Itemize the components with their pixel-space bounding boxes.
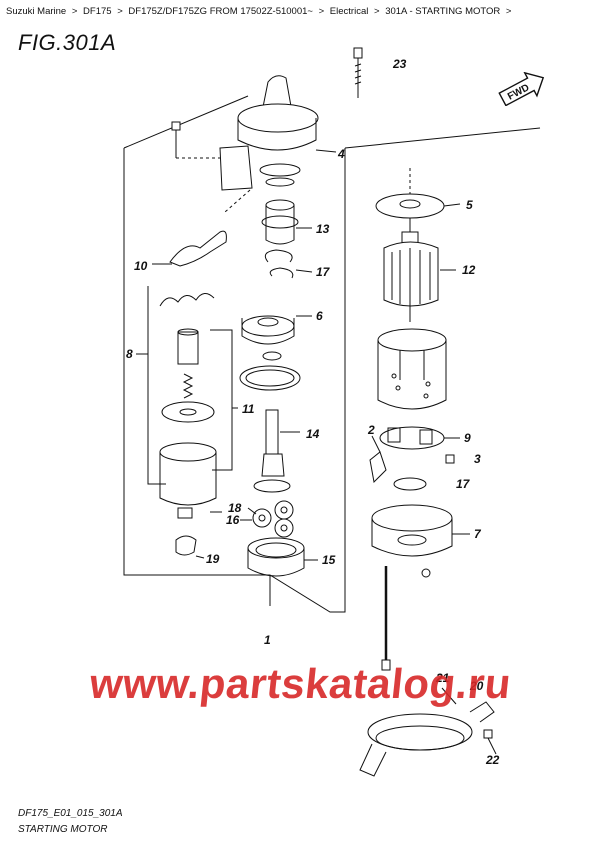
callout-17-lower[interactable]: 17	[456, 477, 471, 491]
mounting-strap-drawing	[359, 701, 495, 777]
clamp-19-drawing	[175, 535, 197, 556]
fwd-arrow-icon: FWD	[498, 72, 545, 106]
frame-line	[123, 95, 249, 149]
callout-18[interactable]: 18	[228, 501, 242, 515]
breadcrumb-item-current: 301A - STARTING MOTOR	[385, 6, 501, 17]
leader-line	[441, 687, 457, 705]
callout-9[interactable]: 9	[464, 431, 471, 445]
lever-fork-drawing	[169, 230, 227, 267]
snap-ring-drawing	[269, 267, 294, 279]
callout-15[interactable]: 15	[322, 553, 336, 567]
diagram-code: DF175_E01_015_301A	[18, 808, 123, 819]
leader-line	[371, 435, 381, 453]
snap-ring-drawing	[264, 249, 293, 263]
leader-line	[295, 269, 313, 273]
yoke-drawing	[377, 328, 447, 410]
drive-shaft-drawing	[253, 409, 300, 493]
brush-holder-drawing	[369, 426, 460, 484]
breadcrumb-separator: >	[318, 6, 325, 17]
screw-small-drawing	[421, 568, 431, 578]
breadcrumb-item-electrical[interactable]: Electrical	[329, 6, 369, 17]
solenoid-housing-drawing	[219, 75, 337, 191]
gear-bracket-drawing	[241, 315, 312, 345]
callout-11[interactable]: 11	[242, 402, 255, 416]
gasket-drawing	[245, 369, 295, 387]
breadcrumb: Suzuki Marine > DF175 > DF175Z/DF175ZG F…	[6, 6, 596, 18]
leader-line	[224, 189, 251, 213]
bolt-small-drawing	[171, 121, 225, 159]
callout-4[interactable]: 4	[337, 147, 345, 161]
bracket-11	[210, 329, 233, 471]
callout-14[interactable]: 14	[306, 427, 320, 441]
washer-small-drawing	[262, 351, 282, 361]
callout-8[interactable]: 8	[126, 347, 133, 361]
armature-drawing	[383, 218, 456, 322]
breadcrumb-item-model[interactable]: DF175	[83, 6, 112, 17]
leader-line	[247, 507, 257, 515]
callout-3[interactable]: 3	[474, 452, 481, 466]
callout-17[interactable]: 17	[316, 265, 331, 279]
seal-cap-group-drawing	[159, 293, 215, 423]
bolt-22-drawing	[483, 729, 497, 755]
callout-12[interactable]: 12	[462, 263, 476, 277]
callout-5[interactable]: 5	[466, 198, 473, 212]
breadcrumb-separator: >	[71, 6, 78, 17]
frame-line	[344, 127, 541, 149]
callout-6[interactable]: 6	[316, 309, 323, 323]
pinion-drawing	[261, 199, 312, 245]
callout-20[interactable]: 20	[469, 679, 484, 693]
breadcrumb-separator: >	[505, 6, 512, 17]
callout-19[interactable]: 19	[206, 552, 220, 566]
solenoid-body-drawing	[159, 442, 217, 519]
callout-2[interactable]: 2	[367, 423, 375, 437]
callout-7[interactable]: 7	[474, 527, 482, 541]
callout-13[interactable]: 13	[316, 222, 330, 236]
screw-3-drawing	[445, 454, 455, 464]
breadcrumb-item-suzuki-marine[interactable]: Suzuki Marine	[6, 6, 67, 17]
watermark-text: www.partskatalog.ru	[87, 660, 514, 707]
breadcrumb-item-serial-range[interactable]: DF175Z/DF175ZG FROM 17502Z-510001~	[128, 6, 313, 17]
callout-21[interactable]: 21	[435, 671, 450, 685]
callout-23[interactable]: 23	[392, 57, 407, 71]
planet-gears-drawing	[252, 500, 294, 538]
breadcrumb-separator: >	[117, 6, 123, 17]
callout-1[interactable]: 1	[264, 633, 271, 647]
through-bolt-head	[381, 659, 391, 671]
snap-ring-lower-drawing	[393, 477, 427, 491]
callout-22[interactable]: 22	[485, 753, 500, 767]
bolt-23-drawing	[353, 47, 363, 98]
internal-gear-drawing	[247, 537, 318, 577]
end-cover-drawing	[371, 504, 470, 557]
gasket-drawing	[239, 365, 301, 391]
diagram-caption: STARTING MOTOR	[18, 824, 108, 835]
figure-title: FIG.301A	[18, 30, 117, 55]
breadcrumb-separator: >	[373, 6, 380, 17]
callout-10[interactable]: 10	[134, 259, 148, 273]
callout-16[interactable]: 16	[226, 513, 240, 527]
assembly-bracket	[123, 148, 346, 613]
washer-drawing	[375, 193, 461, 219]
leader-line	[195, 555, 205, 559]
